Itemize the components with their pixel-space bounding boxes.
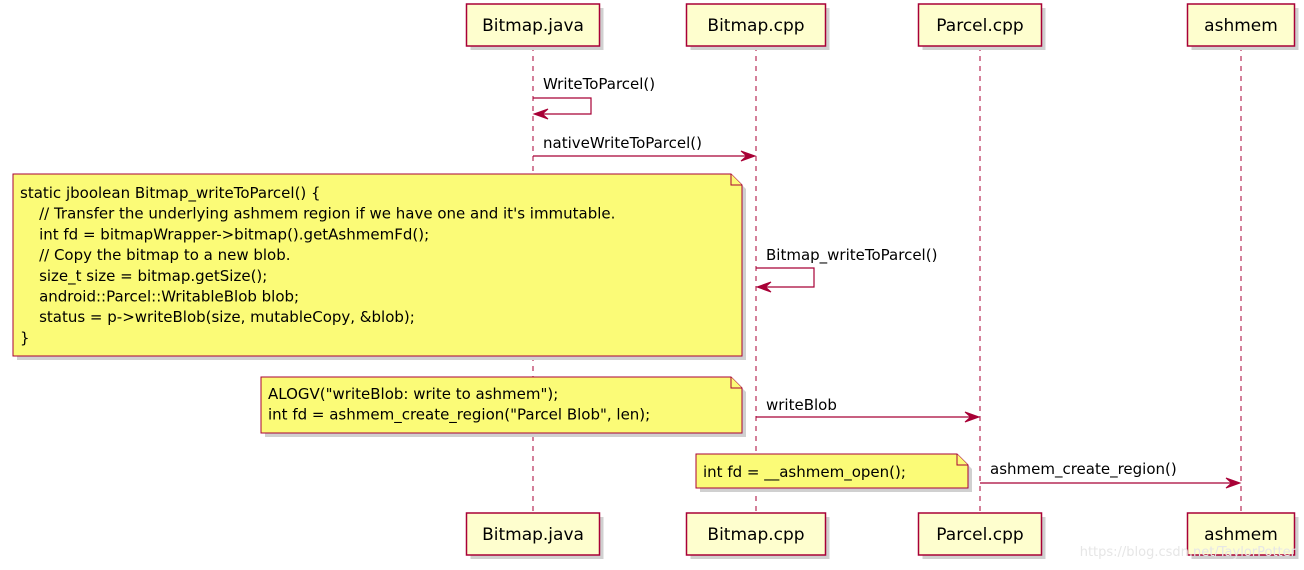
message-label: Bitmap_writeToParcel() <box>766 246 937 265</box>
message-0: WriteToParcel() <box>532 75 655 120</box>
notes: static jboolean Bitmap_writeToParcel() {… <box>12 173 972 492</box>
participant-bottom-0: Bitmap.java <box>465 512 604 559</box>
message-line <box>533 97 592 115</box>
note-line: int fd = __ashmem_open(); <box>703 463 906 482</box>
participant-label: Bitmap.cpp <box>707 525 804 545</box>
note-body <box>260 376 743 434</box>
participant-bottom-2: Parcel.cpp <box>917 512 1046 559</box>
message-4: ashmem_create_region() <box>980 460 1242 489</box>
participants-top: Bitmap.java Bitmap.cpp Parcel.cpp ashmem <box>465 3 1299 50</box>
participant-box <box>685 3 827 47</box>
participants-bottom: Bitmap.java Bitmap.cpp Parcel.cpp ashmem <box>465 512 1299 559</box>
participant-box <box>1186 3 1296 47</box>
note-line: // Transfer the underlying ashmem region… <box>20 205 615 223</box>
participant-label: ashmem <box>1204 525 1278 545</box>
note-body <box>12 173 743 357</box>
message-label: nativeWriteToParcel() <box>543 134 702 152</box>
message-3: writeBlob <box>756 396 981 423</box>
participant-box <box>917 3 1043 47</box>
message-arrowhead <box>532 108 549 120</box>
note-line: int fd = ashmem_create_region("Parcel Bl… <box>268 406 650 425</box>
participant-top-2: Parcel.cpp <box>917 3 1046 50</box>
participant-bottom-1: Bitmap.cpp <box>685 512 830 559</box>
note-line: int fd = bitmapWrapper->bitmap().getAshm… <box>20 225 429 243</box>
message-arrowhead <box>740 150 757 162</box>
participant-label: ashmem <box>1204 16 1278 36</box>
note-fold <box>730 377 742 389</box>
message-arrowhead <box>755 281 772 293</box>
note-line: // Copy the bitmap to a new blob. <box>20 246 291 264</box>
message-label: ashmem_create_region() <box>990 460 1177 479</box>
message-label: WriteToParcel() <box>543 75 655 93</box>
participant-bottom-3: ashmem <box>1186 512 1299 559</box>
message-2: Bitmap_writeToParcel() <box>755 246 937 293</box>
participant-label: Bitmap.java <box>482 525 584 545</box>
participant-box <box>465 512 601 556</box>
participant-box <box>465 3 601 47</box>
participant-top-1: Bitmap.cpp <box>685 3 830 50</box>
note-line: ALOGV("writeBlob: write to ashmem"); <box>268 385 558 403</box>
note-fold <box>730 174 742 186</box>
participant-top-3: ashmem <box>1186 3 1299 50</box>
participant-label: Bitmap.java <box>482 16 584 36</box>
note-1: ALOGV("writeBlob: write to ashmem"); int … <box>260 376 746 437</box>
participant-label: Bitmap.cpp <box>707 16 804 36</box>
participant-label: Parcel.cpp <box>936 16 1023 36</box>
participant-box <box>1186 512 1296 556</box>
watermark-text: https://blog.csdn.net/TaylorPotter <box>1080 545 1297 560</box>
message-arrowhead <box>964 411 981 423</box>
participant-top-0: Bitmap.java <box>465 3 604 50</box>
note-2: int fd = __ashmem_open(); <box>695 453 972 492</box>
note-line: size_t size = bitmap.getSize(); <box>20 267 267 286</box>
note-line: android::Parcel::WritableBlob blob; <box>20 288 299 306</box>
message-1: nativeWriteToParcel() <box>533 134 757 162</box>
participant-label: Parcel.cpp <box>936 525 1023 545</box>
note-body <box>695 453 969 489</box>
note-fold <box>956 454 968 466</box>
participant-box <box>917 512 1043 556</box>
note-line: } <box>20 329 30 347</box>
participant-box <box>685 512 827 556</box>
note-line: static jboolean Bitmap_writeToParcel() { <box>20 184 321 203</box>
message-line <box>756 267 815 288</box>
message-arrowhead <box>1225 477 1242 489</box>
note-line: status = p->writeBlob(size, mutableCopy,… <box>20 308 415 326</box>
note-0: static jboolean Bitmap_writeToParcel() {… <box>12 173 746 360</box>
messages: WriteToParcel() nativeWriteToParcel() Bitm… <box>532 75 1242 489</box>
message-label: writeBlob <box>766 396 837 414</box>
